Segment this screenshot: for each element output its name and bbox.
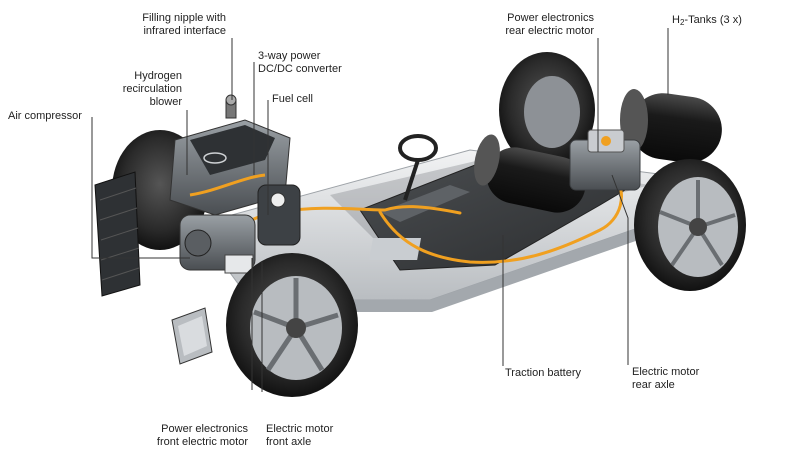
h2-tank-center xyxy=(474,134,586,213)
label-traction-battery: Traction battery xyxy=(505,367,582,379)
filling-nipple xyxy=(225,94,237,119)
label-motor-rear-line1: Electric motor xyxy=(632,366,700,378)
label-filling-nipple-line1: Filling nipple with xyxy=(142,12,226,24)
label-power-electronics-front: Power electronics front electric motor xyxy=(140,423,248,449)
front-motor-assembly xyxy=(179,184,301,274)
steering-wheel xyxy=(398,134,438,201)
label-h2-suffix: -Tanks (3 x) xyxy=(684,14,742,26)
rear-left-wheel xyxy=(499,52,595,168)
label-dcdc-line2: DC/DC converter xyxy=(258,63,342,75)
label-pe-front-line1: Power electronics xyxy=(161,423,248,435)
label-hydrogen-blower: Hydrogen recirculation blower xyxy=(110,70,182,109)
label-pe-rear-line2: rear electric motor xyxy=(505,25,594,37)
label-hydrogen-line3: blower xyxy=(149,96,182,108)
leader-motor-rear xyxy=(611,174,629,365)
leader-lines xyxy=(91,28,669,392)
label-filling-nipple: Filling nipple with infrared interface xyxy=(120,12,226,38)
label-filling-nipple-line2: infrared interface xyxy=(143,25,226,37)
label-air-compressor: Air compressor xyxy=(8,110,82,122)
label-motor-front: Electric motor front axle xyxy=(266,423,333,449)
label-dcdc-converter: 3-way power DC/DC converter xyxy=(258,50,342,76)
label-h2-tanks: H2-Tanks (3 x) xyxy=(672,14,742,27)
label-dcdc-line1: 3-way power xyxy=(258,50,321,62)
label-power-electronics-rear: Power electronics rear electric motor xyxy=(490,12,594,38)
front-power-electronics-box xyxy=(171,307,213,365)
label-h2-prefix: H xyxy=(672,14,680,26)
front-right-wheel xyxy=(226,253,358,397)
h2-tank-rear xyxy=(620,89,722,163)
label-motor-rear: Electric motor rear axle xyxy=(632,366,699,392)
label-hydrogen-line2: recirculation xyxy=(122,83,182,95)
rear-motor-assembly xyxy=(569,129,641,191)
label-motor-front-line1: Electric motor xyxy=(266,423,334,435)
radiator xyxy=(94,171,141,297)
rear-right-wheel xyxy=(634,159,746,291)
label-fuel-cell: Fuel cell xyxy=(272,93,313,105)
label-pe-rear-line1: Power electronics xyxy=(507,12,594,24)
label-h2-subscript: 2 xyxy=(679,18,685,27)
label-motor-rear-line2: rear axle xyxy=(632,379,675,391)
label-motor-front-line2: front axle xyxy=(266,436,312,448)
leader-air-compressor xyxy=(91,117,190,259)
label-pe-front-line2: front electric motor xyxy=(156,436,248,448)
label-hydrogen-line1: Hydrogen xyxy=(134,70,182,82)
